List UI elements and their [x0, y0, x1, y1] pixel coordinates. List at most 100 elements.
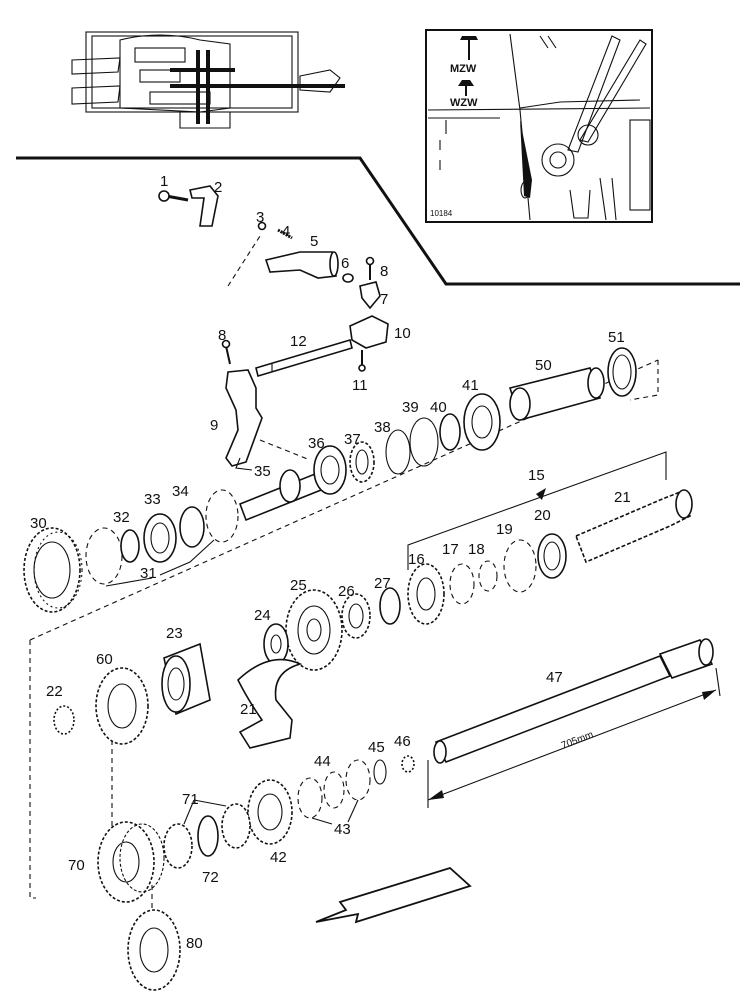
label-33: 33 [144, 491, 161, 508]
label-35: 35 [254, 463, 271, 480]
ring-44 [323, 771, 345, 809]
wzw-label: WZW [450, 97, 478, 109]
part-pin-8-top [365, 256, 375, 280]
ring-19 [503, 539, 537, 593]
label-37: 37 [344, 431, 361, 448]
label-25: 25 [290, 577, 307, 594]
part-pin-8-lower [221, 339, 231, 365]
label-38: 38 [374, 419, 391, 436]
sleeve-36 [313, 445, 347, 495]
part-spring-4 [277, 228, 293, 240]
label-4: 4 [282, 223, 290, 240]
ring-34 [179, 506, 205, 548]
label-41: 41 [462, 377, 479, 394]
leader-43 [311, 799, 359, 825]
part-shift-lever-5 [264, 251, 339, 279]
label-34: 34 [172, 483, 189, 500]
ring-39 [409, 417, 439, 467]
ring-17 [449, 563, 475, 605]
gear-80 [127, 909, 181, 991]
sleeve-27 [379, 587, 401, 625]
label-60: 60 [96, 651, 113, 668]
bearing-20 [537, 533, 567, 579]
part-clamp-7 [359, 281, 381, 310]
gear-16 [407, 563, 445, 625]
needle-bearing-71a [221, 803, 251, 849]
ring-31b [205, 489, 239, 543]
gear-30 [23, 527, 83, 613]
label-1: 1 [160, 173, 168, 190]
label-70: 70 [68, 857, 85, 874]
label-20: 20 [534, 507, 551, 524]
label-27: 27 [374, 575, 391, 592]
shaft-47 [433, 638, 714, 764]
ring-40 [439, 413, 461, 451]
washer-24 [263, 623, 289, 665]
mzw-symbol [460, 36, 478, 60]
ring-38 [385, 429, 411, 475]
mzw-label: MZW [450, 63, 477, 75]
shaft-21 [574, 489, 693, 564]
label-44: 44 [314, 753, 331, 770]
label-26: 26 [338, 583, 355, 600]
label-24: 24 [254, 607, 271, 624]
label-42: 42 [270, 849, 287, 866]
inset-photo: MZW WZW 10184 [425, 29, 653, 223]
label-6: 6 [341, 255, 349, 272]
label-47: 47 [546, 669, 563, 686]
label-21-top: 21 [614, 489, 631, 506]
inset-frame [425, 29, 653, 223]
ring-45 [373, 759, 387, 785]
part-ring-6 [342, 273, 354, 283]
label-3: 3 [256, 209, 264, 226]
nut-22 [53, 705, 75, 735]
bearing-33 [143, 513, 177, 563]
shaft-50 [508, 367, 605, 421]
direction-arrow [315, 866, 472, 924]
hub-23 [161, 642, 211, 716]
dimension-label: 705mm [560, 729, 595, 751]
part-shift-fork-9 [225, 369, 263, 471]
label-2: 2 [214, 179, 222, 196]
label-17: 17 [442, 541, 459, 558]
label-23: 23 [166, 625, 183, 642]
nut-46 [401, 755, 415, 773]
label-12: 12 [290, 333, 307, 350]
label-15: 15 [528, 467, 545, 484]
label-40: 40 [430, 399, 447, 416]
label-32: 32 [113, 509, 130, 526]
label-30: 30 [30, 515, 47, 532]
label-16: 16 [408, 551, 425, 568]
gear-42 [247, 779, 293, 845]
leader-71 [183, 799, 227, 825]
ring-32 [120, 529, 140, 563]
label-31: 31 [140, 565, 157, 582]
label-72: 72 [202, 869, 219, 886]
label-18: 18 [468, 541, 485, 558]
ring-72 [197, 815, 219, 857]
shift-fork-21 [237, 658, 303, 749]
part-selector-rod-12 [255, 338, 353, 378]
leader-31 [105, 539, 215, 587]
ring-43b [297, 777, 323, 819]
label-46: 46 [394, 733, 411, 750]
label-8-top: 8 [380, 263, 388, 280]
label-71: 71 [182, 791, 199, 808]
label-43: 43 [334, 821, 351, 838]
needle-bearing-26 [341, 593, 371, 639]
label-5: 5 [310, 233, 318, 250]
ring-18 [478, 560, 498, 592]
section-boundary-line [16, 156, 740, 286]
part-block-10 [349, 315, 389, 349]
label-11: 11 [352, 377, 368, 394]
label-7: 7 [380, 291, 388, 308]
label-45: 45 [368, 739, 385, 756]
label-80: 80 [186, 935, 203, 952]
part-screw-11 [358, 350, 366, 372]
label-21-lower: 21 [240, 701, 257, 718]
part-bolt-1 [158, 190, 189, 202]
assembly-dashed-lines [29, 235, 659, 910]
ring-31a [85, 527, 123, 585]
